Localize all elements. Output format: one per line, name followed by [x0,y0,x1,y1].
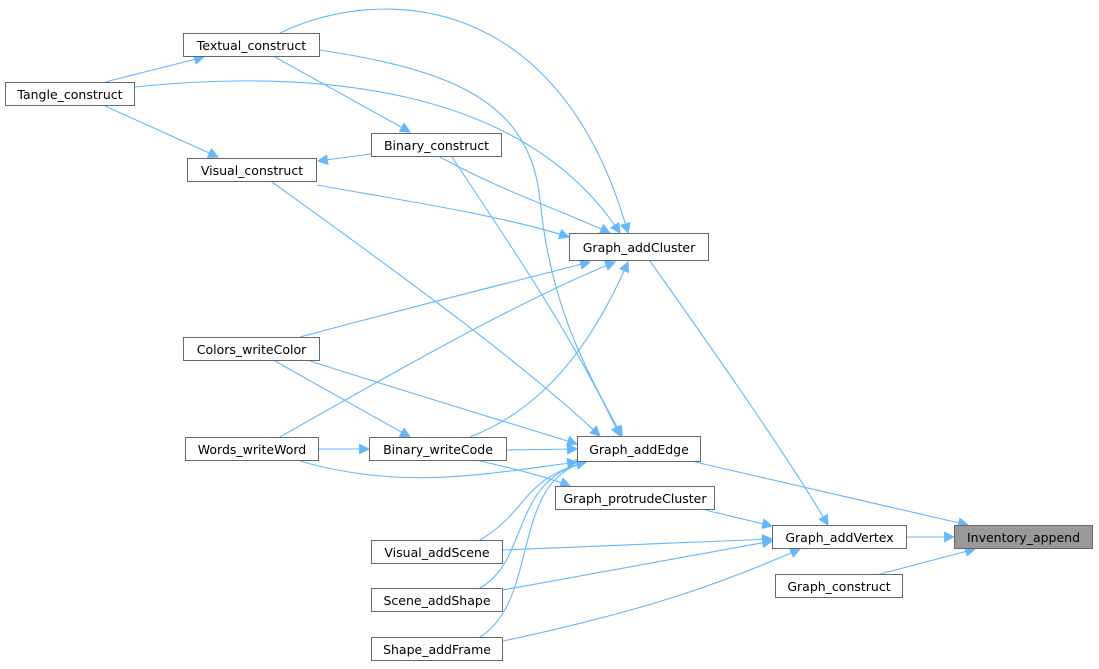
node-inventory-append: Inventory_append [954,525,1093,549]
edge-binary_writecode-to-graph_addcluster [469,260,630,438]
node-binary-construct[interactable]: Binary_construct [371,133,502,157]
node-shape-addframe[interactable]: Shape_addFrame [371,637,503,661]
node-scene-addshape[interactable]: Scene_addShape [371,588,503,612]
node-label: Scene_addShape [383,592,491,608]
edge-words_writeword-to-graph_addedge [299,457,579,479]
node-words-writeword[interactable]: Words_writeWord [185,437,319,461]
edge-visual_construct-to-graph_addedge [271,181,601,437]
node-graph-addvertex[interactable]: Graph_addVertex [772,525,907,549]
node-label: Graph_addVertex [785,529,894,545]
edge-visual_construct-to-graph_addcluster [316,184,571,240]
node-label: Graph_protrudeCluster [563,490,707,506]
node-visual-addscene[interactable]: Visual_addScene [371,540,503,564]
edge-textual_construct-to-graph_addcluster [279,8,631,235]
node-label: Colors_writeColor [196,341,307,357]
edge-scene_addshape-to-graph_addedge [479,458,588,589]
edge-graph_addcluster-to-graph_addvertex [649,260,829,526]
node-graph-construct[interactable]: Graph_construct [775,574,903,598]
node-label: Tangle_construct [17,86,123,102]
node-label: Inventory_append [966,529,1081,545]
edge-scene_addshape-to-graph_addvertex [502,537,774,591]
node-label: Shape_addFrame [383,641,491,657]
edge-binary_writecode-to-graph_protrudecluster [479,460,572,488]
node-label: Words_writeWord [197,441,307,457]
edge-tangle_construct-to-textual_construct [104,54,206,83]
node-visual-construct[interactable]: Visual_construct [187,158,317,182]
node-graph-addedge[interactable]: Graph_addEdge [577,436,701,462]
edge-binary_construct-to-graph_addcluster [439,156,611,234]
edge-graph_construct-to-inventory_append [879,546,977,575]
node-colors-writecolor[interactable]: Colors_writeColor [183,337,320,361]
edge-tangle_construct-to-visual_construct [104,105,220,158]
edge-binary_writecode-to-graph_addedge [506,443,579,455]
edge-words_writeword-to-graph_addcluster [279,260,617,438]
edge-graph_addedge-to-inventory_append [694,461,970,529]
node-binary-writecode[interactable]: Binary_writeCode [369,437,507,461]
node-label: Binary_construct [383,137,490,153]
edge-colors_writecolor-to-graph_addcluster [299,259,592,338]
node-label: Graph_addEdge [589,441,689,457]
node-tangle-construct[interactable]: Tangle_construct [5,82,135,106]
edge-textual_construct-to-graph_addedge [319,49,623,437]
edge-colors_writecolor-to-graph_addedge [309,360,579,447]
node-label: Visual_addScene [384,544,490,560]
node-label: Visual_construct [200,162,304,178]
node-textual-construct[interactable]: Textual_construct [183,33,320,57]
node-label: Graph_construct [787,578,891,594]
node-label: Textual_construct [196,37,307,53]
edge-tangle_construct-to-graph_addcluster [134,80,621,234]
edge-graph_protrudecluster-to-graph_addvertex [704,509,774,530]
edge-textual_construct-to-binary_construct [274,56,411,133]
node-graph-protrudecluster[interactable]: Graph_protrudeCluster [555,486,715,510]
edge-binary_construct-to-graph_addedge [451,156,621,437]
edge-colors_writecolor-to-binary_writecode [274,360,411,438]
node-label: Graph_addCluster [582,239,696,255]
edge-binary_construct-to-visual_construct [316,153,372,166]
edge-visual_addscene-to-graph_addvertex [502,533,774,551]
node-label: Binary_writeCode [383,441,493,457]
edge-shape_addframe-to-graph_addvertex [502,547,802,642]
edge-shape_addframe-to-graph_addedge [479,458,588,638]
node-graph-addcluster[interactable]: Graph_addCluster [569,233,709,261]
